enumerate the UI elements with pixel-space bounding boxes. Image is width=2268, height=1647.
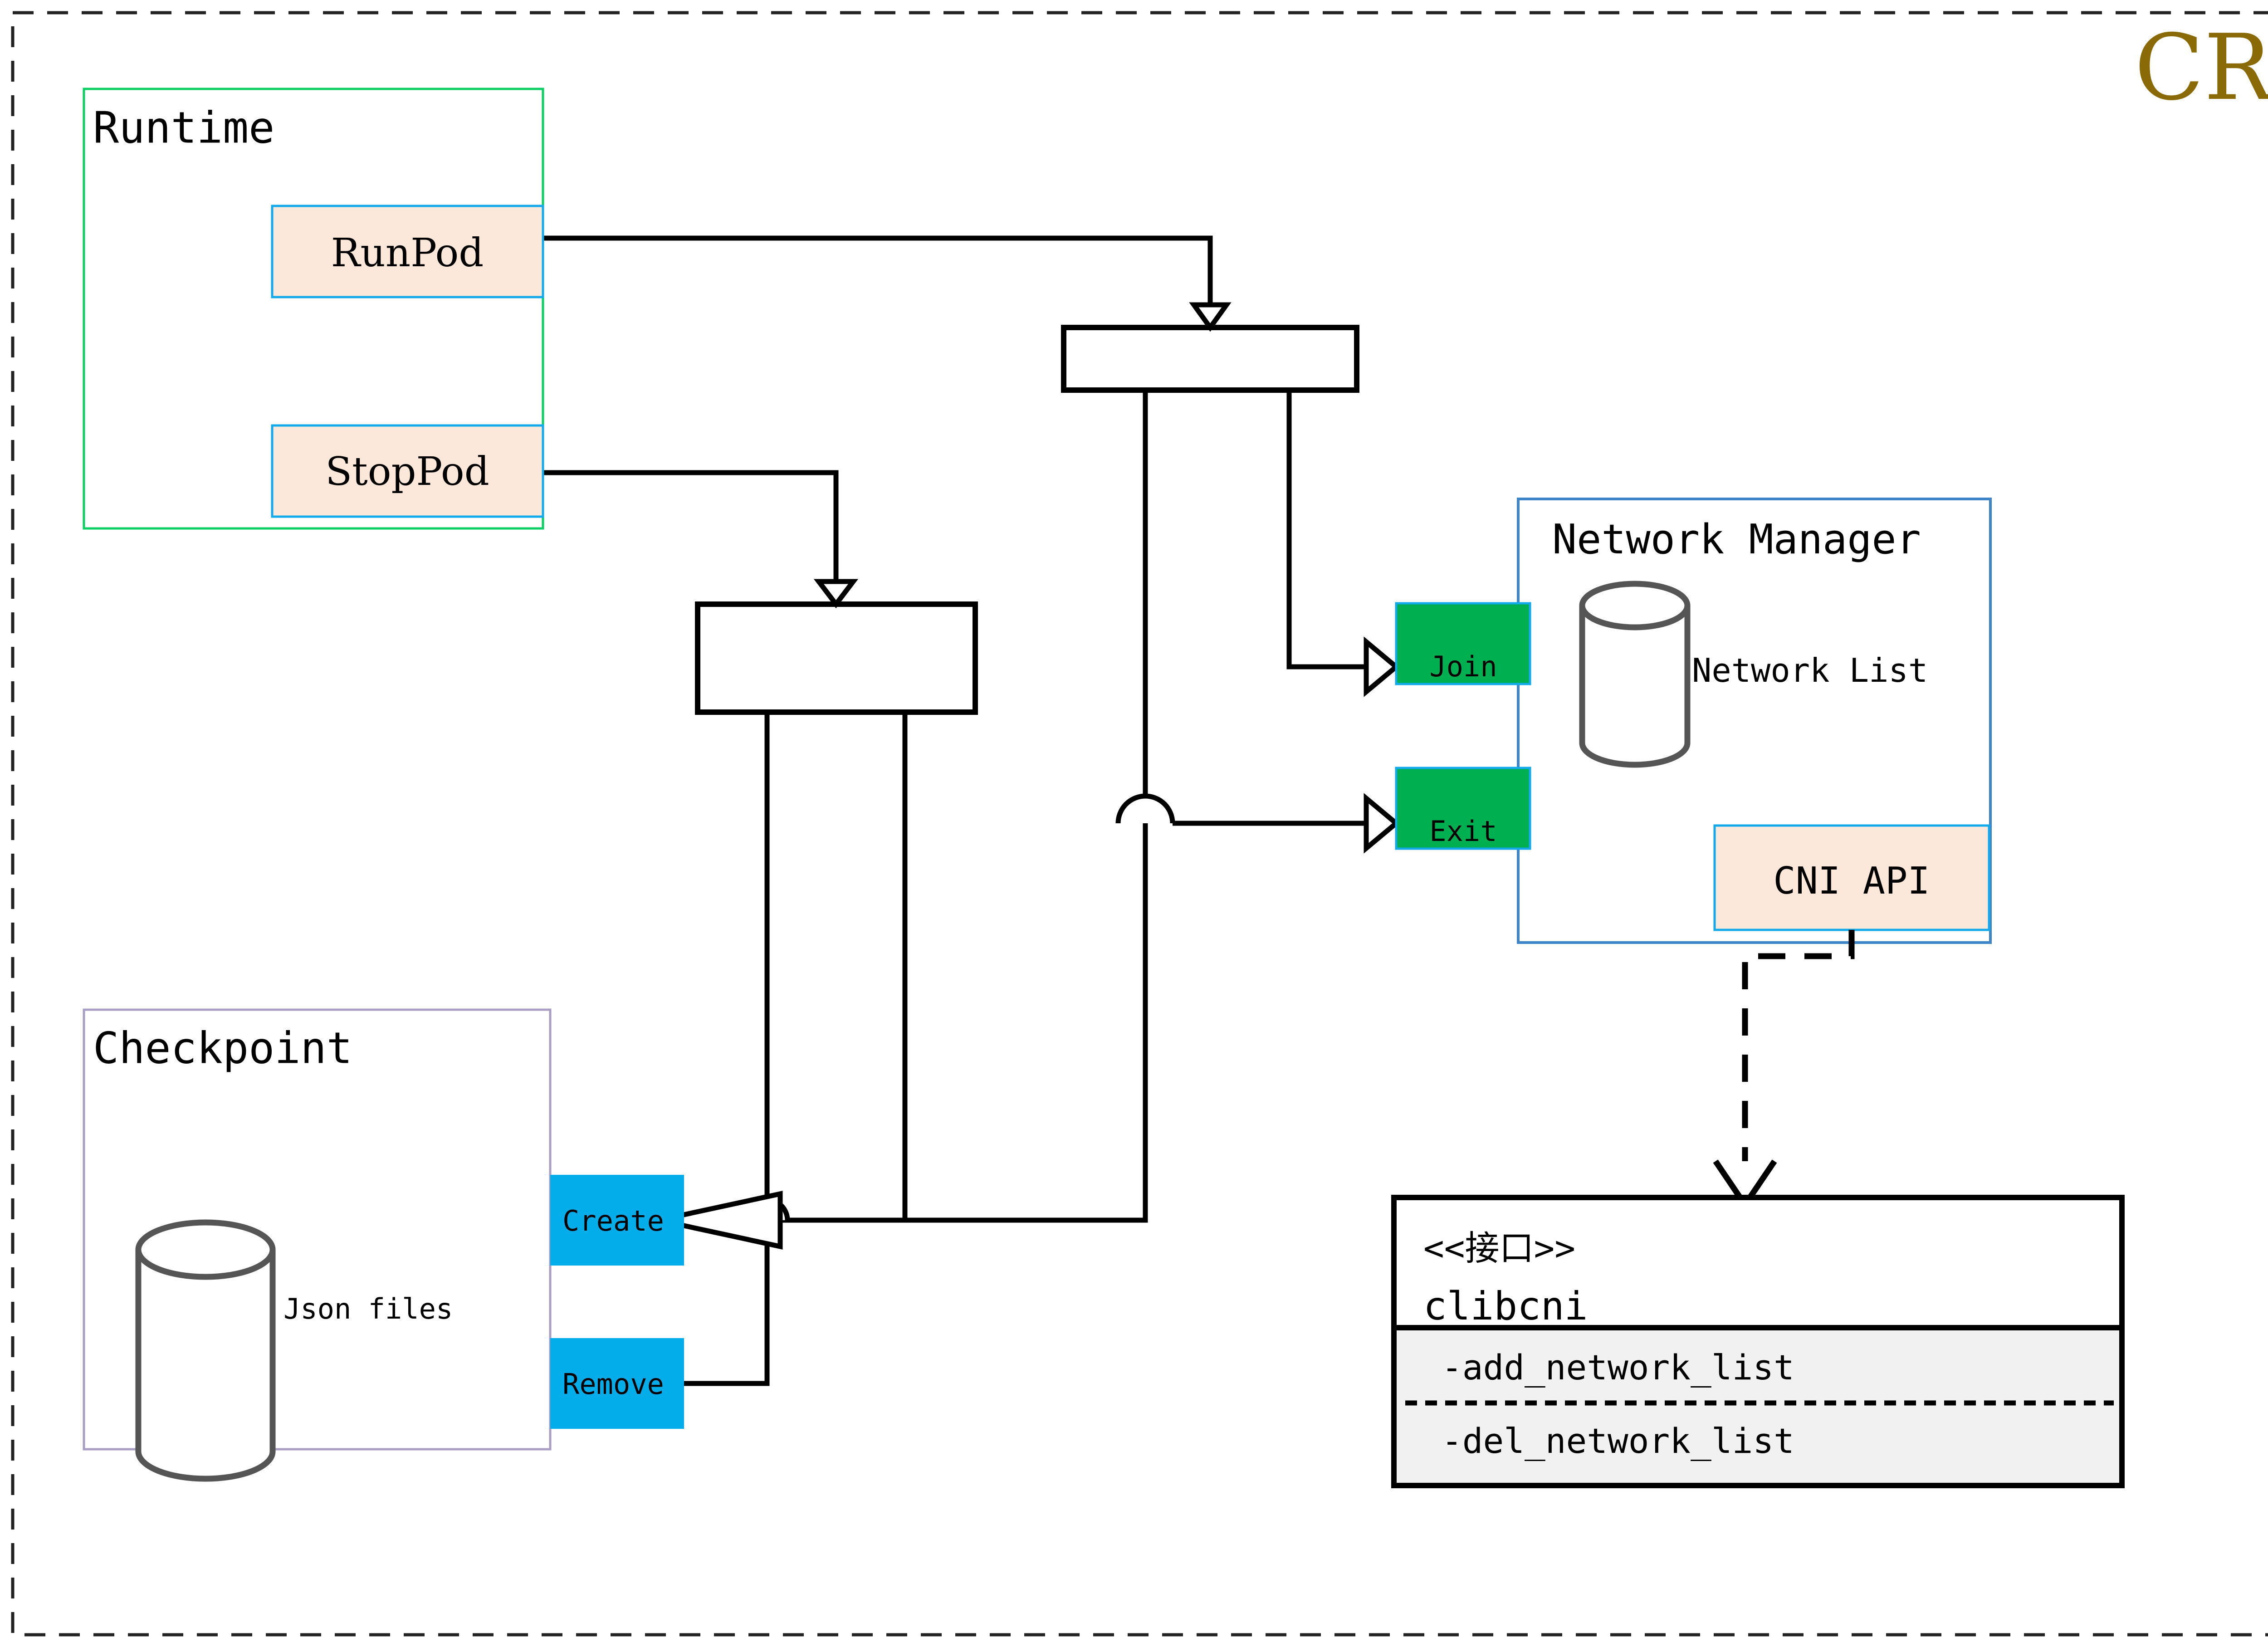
edge-to-create-long (780, 823, 908, 1223)
edge-to-remove (680, 1220, 770, 1386)
connector-lines (543, 235, 1366, 1386)
arrowhead-into-fork-bottom (813, 579, 859, 609)
edge-stoppod-to-fork (543, 470, 839, 582)
method-box-runpod[interactable] (271, 205, 544, 298)
edge-runpod-to-fork (543, 235, 1213, 305)
outer-frame (11, 11, 2268, 1637)
fork-bar-runpod (1061, 325, 1359, 393)
arrowhead-into-create (658, 1191, 783, 1250)
cni-api-box[interactable] (1713, 824, 1990, 931)
checkpoint-database-cylinder-icon (135, 1219, 276, 1482)
network-list-database-cylinder-icon (1579, 581, 1691, 768)
port-box-exit[interactable] (1395, 767, 1531, 850)
edge-fork-top-left-cont (780, 823, 1148, 1223)
operation-box-create[interactable] (550, 1175, 684, 1266)
arrowhead-into-exit (1364, 793, 1400, 854)
arrowhead-into-fork-top (1189, 302, 1232, 332)
line-hop-arc (1115, 793, 1175, 824)
edge-fork-top-right (1286, 390, 1366, 670)
method-box-stoppod[interactable] (271, 424, 544, 518)
port-box-join[interactable] (1395, 602, 1531, 685)
operation-box-remove[interactable] (550, 1338, 684, 1429)
interface-methods-compartment (1397, 1328, 2119, 1483)
arrowhead-into-join (1364, 636, 1400, 697)
realization-connector (1742, 930, 1855, 1161)
fork-bar-stoppod (695, 601, 978, 715)
